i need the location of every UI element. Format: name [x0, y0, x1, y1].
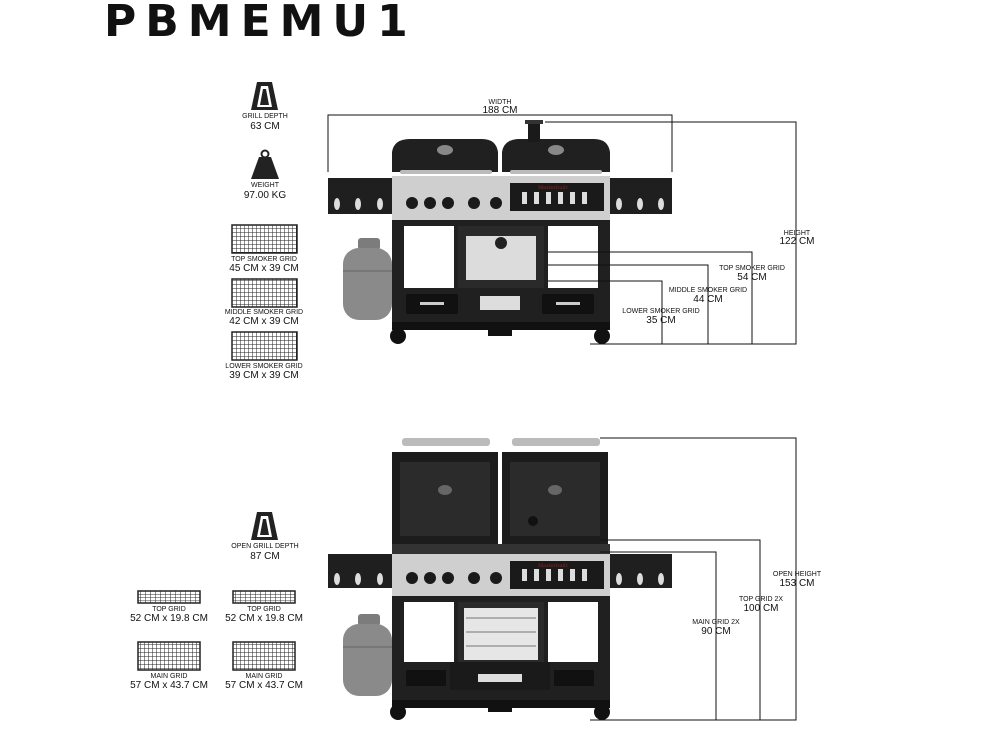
top-grid-label-2: TOP GRID	[247, 606, 281, 613]
lower-smoker-grid-value: 39 CM x 39 CM	[229, 370, 298, 381]
grill-depth-icon	[251, 82, 278, 110]
open-grill-depth-icon	[251, 512, 278, 540]
brand-mark-open: Masterbuilt	[538, 563, 568, 569]
main-grid-2x-value: 90 CM	[701, 626, 730, 637]
open-height-label: OPEN HEIGHT	[773, 571, 822, 578]
top-grid-icon-1	[137, 590, 201, 604]
middle-smoker-grid-label: MIDDLE SMOKER GRID	[225, 309, 303, 316]
weight-value: 97.00 KG	[244, 190, 286, 201]
height-value: 122 CM	[779, 236, 814, 247]
top-smoker-grid-height-value: 54 CM	[737, 272, 766, 283]
brand-mark-closed: Masterbuilt	[538, 185, 568, 191]
smoker-grid-dimensions	[548, 251, 753, 344]
main-grid-2x-label: MAIN GRID 2X	[692, 619, 740, 626]
middle-smoker-grid-height-label: MIDDLE SMOKER GRID	[669, 287, 747, 294]
grill-closed-illustration: Masterbuilt	[328, 120, 672, 344]
grill-open-illustration: Masterbuilt	[328, 438, 672, 720]
open-grill-depth-label: OPEN GRILL DEPTH	[231, 543, 298, 550]
top-smoker-grid-label: TOP SMOKER GRID	[231, 256, 297, 263]
propane-tank-icon	[343, 238, 392, 320]
main-grid-value-1: 57 CM x 43.7 CM	[130, 680, 208, 691]
weight-label: WEIGHT	[251, 182, 280, 189]
main-grid-icon-2	[232, 641, 296, 671]
open-height-value: 153 CM	[779, 578, 814, 589]
page-title: PBMEMU1	[104, 0, 417, 47]
width-label: WIDTH	[489, 99, 512, 106]
main-grid-label-2: MAIN GRID	[246, 673, 283, 680]
middle-smoker-grid-value: 42 CM x 39 CM	[229, 316, 298, 327]
lower-smoker-grid-height-label: LOWER SMOKER GRID	[622, 308, 699, 315]
height-dimension	[545, 121, 797, 345]
width-dimension	[327, 114, 673, 172]
propane-tank-icon-open	[343, 614, 392, 696]
weight-icon	[251, 149, 279, 179]
lower-smoker-grid-label: LOWER SMOKER GRID	[225, 363, 302, 370]
main-grid-icon-1	[137, 641, 201, 671]
lower-smoker-grid-height-value: 35 CM	[646, 315, 675, 326]
top-grid-value-2: 52 CM x 19.8 CM	[225, 613, 303, 624]
middle-smoker-grid-icon	[231, 278, 298, 308]
grill-depth-label: GRILL DEPTH	[242, 113, 288, 120]
width-value: 188 CM	[482, 105, 517, 116]
top-grid-label-1: TOP GRID	[152, 606, 186, 613]
top-grid-2x-label: TOP GRID 2X	[739, 596, 783, 603]
grill-depth-value: 63 CM	[250, 121, 279, 132]
open-grill-depth-value: 87 CM	[250, 551, 279, 562]
top-smoker-grid-value: 45 CM x 39 CM	[229, 263, 298, 274]
main-grid-label-1: MAIN GRID	[151, 673, 188, 680]
top-smoker-grid-icon	[231, 224, 298, 254]
top-grid-icon-2	[232, 590, 296, 604]
middle-smoker-grid-height-value: 44 CM	[693, 294, 722, 305]
top-grid-value-1: 52 CM x 19.8 CM	[130, 613, 208, 624]
top-smoker-grid-height-label: TOP SMOKER GRID	[719, 265, 785, 272]
main-grid-value-2: 57 CM x 43.7 CM	[225, 680, 303, 691]
open-grill-dimensions	[590, 437, 797, 721]
top-grid-2x-value: 100 CM	[743, 603, 778, 614]
height-label: HEIGHT	[784, 230, 811, 237]
lower-smoker-grid-icon	[231, 331, 298, 361]
